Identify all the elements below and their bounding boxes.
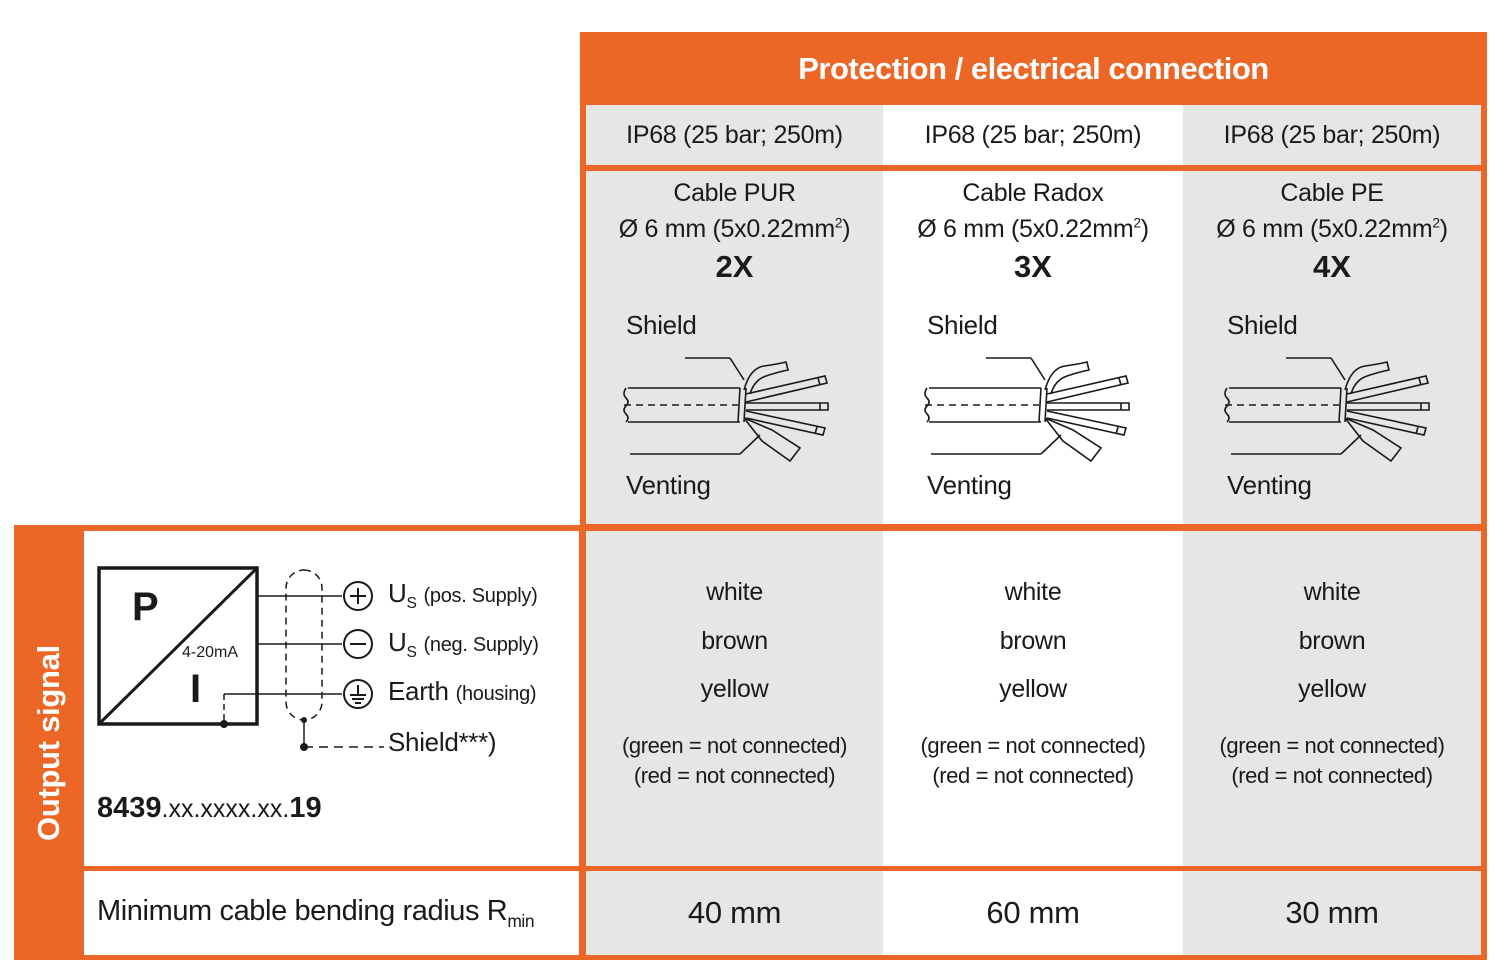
cable-spec: Ø 6 mm (5x0.22mm2) [1216, 215, 1448, 243]
p-label: P [132, 585, 159, 629]
not-connected-note: (green = not connected) [920, 733, 1146, 758]
pos-supply-label: US (pos. Supply) [388, 578, 538, 613]
shield-label: Shield [927, 310, 998, 340]
wire-color-neg: brown [701, 627, 768, 655]
wire-color-earth: yellow [999, 675, 1067, 703]
wire-cell-2 [883, 531, 1183, 866]
neg-supply-label: US (neg. Supply) [388, 627, 539, 662]
wire-color-pos: white [1004, 578, 1062, 606]
protection-cell-3: IP68 (25 bar; 250m) [1183, 105, 1481, 165]
cable-name: Cable PE [1280, 179, 1384, 207]
cable-name: Cable Radox [962, 179, 1104, 207]
shield-label: Shield [1227, 310, 1298, 340]
model-number: 8439.xx.xxxx.xx.19 [97, 792, 322, 824]
wire-color-pos: white [706, 578, 763, 606]
not-connected-note: (green = not connected) [1219, 733, 1445, 758]
not-connected-note: (red = not connected) [932, 763, 1134, 788]
wire-cell-3 [1183, 531, 1481, 866]
wire-color-pos: white [1303, 578, 1361, 606]
cable-cell-2 [883, 171, 1183, 524]
cable-name: Cable PUR [673, 179, 796, 207]
table-header-title: Protection / electrical connection [798, 51, 1269, 86]
wire-color-neg: brown [1298, 627, 1366, 655]
protection-cell-1: IP68 (25 bar; 250m) [586, 105, 883, 165]
wire-color-earth: yellow [1298, 675, 1366, 703]
cable-spec: Ø 6 mm (5x0.22mm2) [917, 215, 1149, 243]
wire-cell-1 [586, 531, 883, 866]
radius-cell-2: 60 mm [883, 871, 1183, 955]
shield-connection-label: Shield***) [388, 727, 497, 757]
radius-cell-1: 40 mm [586, 871, 883, 955]
cable-cell-3 [1183, 171, 1481, 524]
radius-row-label: Minimum cable bending radius Rmin [97, 895, 535, 931]
not-connected-note: (green = not connected) [621, 733, 847, 758]
venting-label: Venting [1227, 470, 1312, 500]
output-diagram-cell [84, 531, 579, 866]
radius-label-cell [84, 871, 579, 955]
not-connected-note: (red = not connected) [1231, 763, 1433, 788]
cable-code: 3X [1014, 249, 1052, 284]
venting-label: Venting [626, 470, 711, 500]
cable-code: 2X [715, 249, 754, 284]
venting-label: Venting [927, 470, 1012, 500]
wire-color-neg: brown [999, 627, 1067, 655]
cable-spec: Ø 6 mm (5x0.22mm2) [618, 215, 851, 243]
cable-cell-1 [586, 171, 883, 524]
earth-label: Earth (housing) [388, 676, 537, 706]
radius-cell-3: 30 mm [1183, 871, 1481, 955]
shield-label: Shield [626, 310, 697, 340]
cable-drawing [1224, 357, 1430, 463]
transmitter-wiring-diagram [97, 566, 384, 751]
protection-cell-2: IP68 (25 bar; 250m) [883, 105, 1183, 165]
output-signal-label: Output signal [31, 644, 66, 841]
cable-code: 4X [1313, 249, 1351, 284]
cable-drawing [623, 357, 829, 463]
wire-color-earth: yellow [700, 675, 769, 703]
range-label: 4-20mA [182, 644, 239, 661]
cable-drawing [924, 357, 1130, 463]
i-label: I [190, 667, 202, 711]
not-connected-note: (red = not connected) [633, 763, 836, 788]
